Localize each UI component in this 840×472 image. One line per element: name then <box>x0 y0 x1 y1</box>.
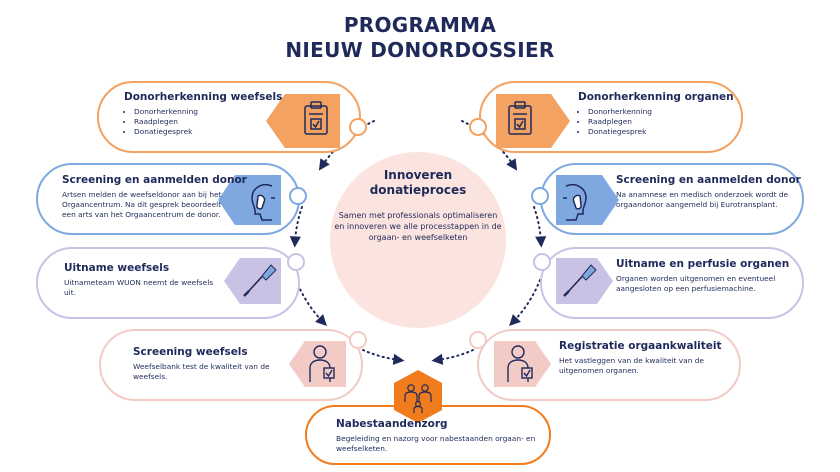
phone-call-icon <box>251 184 275 221</box>
card-outline-uitname-organen <box>540 247 804 319</box>
icon-badge-lavender-right <box>556 258 613 304</box>
center-text: Samen met professionals optimaliseren en… <box>334 211 502 242</box>
scalpel-icon <box>243 264 277 297</box>
card-title: Screening en aanmelden donor <box>62 174 247 186</box>
scalpel-icon <box>563 264 597 297</box>
list-item: Raadplegen <box>588 117 728 127</box>
node-circle <box>349 118 367 136</box>
card-text: Na anamnese en medisch onderzoek wordt d… <box>616 190 789 209</box>
center-circle <box>330 152 506 328</box>
node-circle <box>533 253 551 271</box>
node-circle <box>349 331 367 349</box>
card-title: Screening en aanmelden donor <box>616 174 801 186</box>
node-circle <box>289 187 307 205</box>
list-item: Raadplegen <box>134 117 274 127</box>
card-title: Registratie orgaankwaliteit <box>559 340 722 352</box>
card-uitname-weefsels: Uitname weefsels Uitnameteam WUON neemt … <box>64 262 218 298</box>
card-screening-weefsels: Screening weefsels Weefselbank test de k… <box>133 346 283 382</box>
ring-arrow-right-2 <box>533 206 547 248</box>
clipboard-check-icon <box>304 101 328 135</box>
card-screening-aanmelden-left: Screening en aanmelden donor Artsen meld… <box>62 174 247 220</box>
process-ring <box>289 120 547 365</box>
card-donorherkenning-organen: Donorherkenning organen Donorherkenning … <box>578 91 734 137</box>
card-title: Donorherkenning weefsels <box>124 91 283 103</box>
center-panel: Innoveren donatieproces Samen met profes… <box>334 168 502 243</box>
card-title: Donorherkenning organen <box>578 91 734 103</box>
card-uitname-perfusie-organen: Uitname en perfusie organen Organen word… <box>616 258 796 294</box>
ring-arrow-left-2 <box>289 206 303 248</box>
node-circle <box>531 187 549 205</box>
node-circle <box>469 118 487 136</box>
phone-call-icon <box>563 184 587 221</box>
ring-arrow-left-1 <box>318 120 375 171</box>
icon-badge-blue-right <box>556 175 619 225</box>
list-item: Donorherkenning <box>134 107 274 117</box>
center-title: Innoveren donatieproces <box>369 168 467 197</box>
ring-arrow-left-4 <box>362 349 405 365</box>
node-circle <box>469 331 487 349</box>
card-title: Uitname weefsels <box>64 262 170 274</box>
page-title-line1: PROGRAMMA <box>343 13 497 37</box>
card-title: Screening weefsels <box>133 346 248 358</box>
card-screening-aanmelden-right: Screening en aanmelden donor Na anamnese… <box>616 174 801 210</box>
ring-arrow-right-3 <box>509 279 541 327</box>
card-text: Uitnameteam WUON neemt de weefsels uit. <box>64 278 214 297</box>
card-text: Begeleiding en nazorg voor nabestaanden … <box>336 434 536 453</box>
list-item: Donorherkenning <box>588 107 728 117</box>
card-text: Organen worden uitgenomen en eventueel a… <box>616 274 776 293</box>
card-donorherkenning-weefsels: Donorherkenning weefsels Donorherkenning… <box>124 91 283 137</box>
card-list: Donorherkenning Raadplegen Donatiegespre… <box>124 107 274 137</box>
ring-arrow-right-1 <box>461 120 518 171</box>
card-title: Nabestaandenzorg <box>336 418 448 430</box>
page-title-line2: NIEUW DONORDOSSIER <box>285 38 555 62</box>
card-nabestaandenzorg: Nabestaandenzorg Begeleiding en nazorg v… <box>336 418 536 454</box>
card-text: Artsen melden de weefseldonor aan bij he… <box>62 190 222 219</box>
card-outline-screening-weefsels <box>99 329 363 401</box>
person-check-icon <box>309 345 335 382</box>
ring-arrow-right-4 <box>431 349 474 365</box>
icon-badge-family <box>394 370 442 423</box>
card-outline-uitname-weefsels <box>36 247 300 319</box>
node-circle <box>287 253 305 271</box>
card-text: Het vastleggen van de kwaliteit van de u… <box>559 356 704 375</box>
card-text: Weefselbank test de kwaliteit van de wee… <box>133 362 270 381</box>
list-item: Donatiegesprek <box>134 127 274 137</box>
person-check-icon <box>507 345 533 382</box>
ring-arrow-left-3 <box>295 279 327 327</box>
list-item: Donatiegesprek <box>588 127 728 137</box>
clipboard-check-icon <box>508 101 532 135</box>
icon-badge-blue-left <box>218 175 281 225</box>
card-list: Donorherkenning Raadplegen Donatiegespre… <box>578 107 728 137</box>
card-registratie-orgaankwaliteit: Registratie orgaankwaliteit Het vastlegg… <box>559 340 737 376</box>
family-icon <box>404 384 432 413</box>
card-title: Uitname en perfusie organen <box>616 258 790 270</box>
card-outline-registratie <box>477 329 741 401</box>
